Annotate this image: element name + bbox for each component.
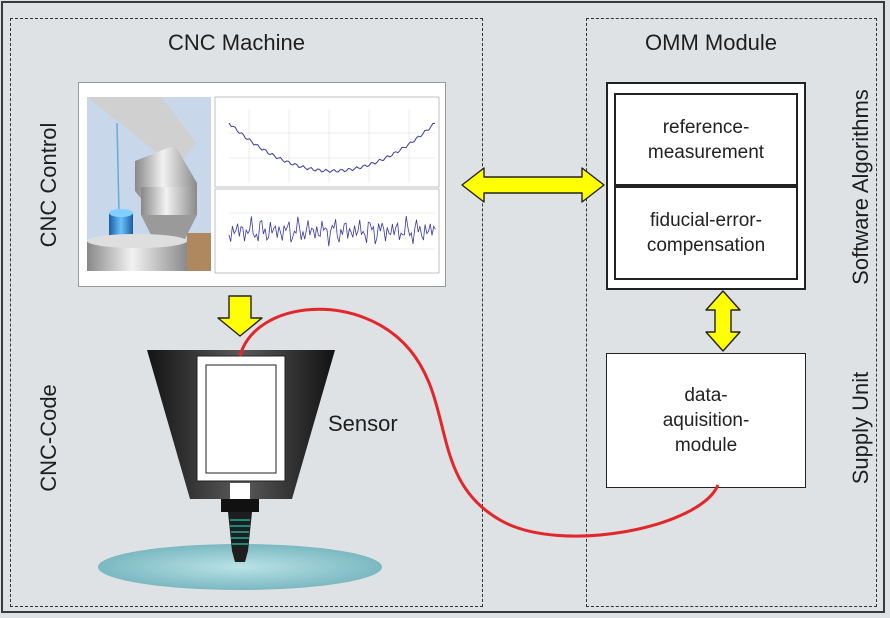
data-aquisition-module-label: data- aquisition- module: [662, 385, 750, 456]
workpiece-plate: [98, 544, 382, 590]
cnc-control-screenshot: [78, 82, 446, 287]
cnc-machine-region: [10, 18, 483, 607]
reference-measurement-box: reference- measurement: [614, 93, 798, 186]
control-to-sensor-arrow: [217, 295, 263, 337]
reference-measurement-label: reference- measurement: [647, 116, 765, 163]
sensor-cable: [238, 307, 720, 538]
cnc-omm-link-arrow: [461, 167, 605, 203]
data-aquisition-module-box: data- aquisition- module: [606, 353, 806, 488]
sensor-window: [196, 355, 286, 482]
sensor-label: Sensor: [328, 411, 398, 436]
omm-module-region: [586, 18, 877, 607]
cnc-screenshot-image: [87, 96, 440, 274]
cnc-machine-title: CNC Machine: [168, 30, 305, 55]
fiducial-error-compensation-box: fiducial-error- compensation: [614, 186, 798, 280]
sensor-probe-base: [221, 499, 259, 512]
algorithms-supply-link-arrow: [705, 290, 741, 352]
omm-module-title: OMM Module: [645, 30, 778, 55]
fiducial-error-compensation-label: fiducial-error- compensation: [646, 210, 766, 256]
